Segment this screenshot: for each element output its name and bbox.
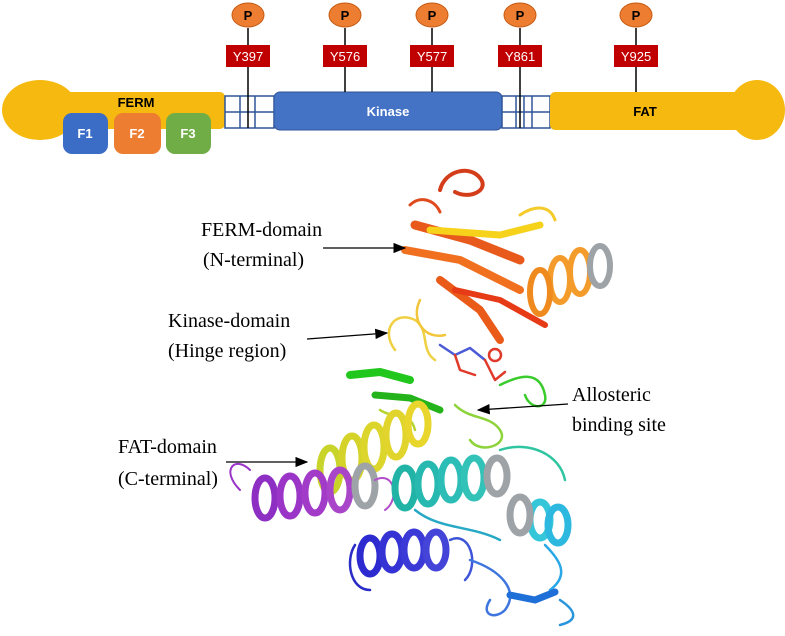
phospho-badge-label: P <box>516 8 525 23</box>
phospho-badge-label: P <box>341 8 350 23</box>
phospho-badge <box>231 2 265 28</box>
cyan-helix <box>498 445 572 592</box>
annotation-allosteric-site: Allosteric binding site <box>476 384 666 436</box>
annotation-fat-line2: (C-terminal) <box>118 468 218 490</box>
phospho-site-y925: P Y925 <box>614 2 658 92</box>
linker-1 <box>224 95 275 129</box>
residue-box <box>410 45 454 67</box>
kinase-label: Kinase <box>367 104 410 119</box>
ligand-molecule <box>438 343 507 382</box>
purple-helix <box>229 462 395 522</box>
domain-bar: FERM Kinase FAT F1 F2 F3 <box>2 80 785 154</box>
annotation-kinase-arrow <box>306 328 389 340</box>
phospho-site-y576: P Y576 <box>323 2 367 92</box>
phospho-badge-label: P <box>428 8 437 23</box>
annotation-kinase-line1: Kinase-domain <box>168 310 290 332</box>
f3-label: F3 <box>180 126 195 141</box>
residue-box <box>226 45 270 67</box>
orange-helix <box>527 243 613 317</box>
annotation-fat-domain: FAT-domain (C-terminal) <box>118 436 309 490</box>
residue-label: Y576 <box>330 49 360 64</box>
annotation-allosteric-line2: binding site <box>572 414 666 436</box>
annotation-ferm-line2: (N-terminal) <box>203 249 304 271</box>
fat-label: FAT <box>633 104 657 119</box>
residue-box <box>498 45 542 67</box>
f2-subdomain <box>114 113 161 154</box>
phospho-badge <box>415 2 449 28</box>
residue-label: Y577 <box>417 49 447 64</box>
phospho-badge <box>619 2 653 28</box>
phospho-site-y861: P Y861 <box>498 2 542 128</box>
phospho-site-y397: P Y397 <box>226 2 270 128</box>
f1-subdomain <box>63 113 108 154</box>
residue-label: Y861 <box>505 49 535 64</box>
phospho-badge <box>503 2 537 28</box>
c-terminal-cap <box>729 80 785 140</box>
f1-label: F1 <box>77 126 92 141</box>
annotation-allosteric-arrow <box>476 403 569 415</box>
f3-subdomain <box>166 113 211 154</box>
residue-box <box>323 45 367 67</box>
annotation-kinase-domain: Kinase-domain (Hinge region) <box>168 310 389 362</box>
annotation-ferm-line1: FERM-domain <box>201 219 322 241</box>
f2-label: F2 <box>129 126 144 141</box>
phospho-badge-label: P <box>632 8 641 23</box>
annotation-kinase-line2: (Hinge region) <box>168 340 286 362</box>
annotation-ferm-domain: FERM-domain (N-terminal) <box>201 219 407 271</box>
teal-helix <box>391 454 511 512</box>
fat-domain-block <box>550 92 740 130</box>
linker-2 <box>501 95 551 129</box>
residue-label: Y925 <box>621 49 651 64</box>
ferm-label: FERM <box>118 95 155 110</box>
protein-ribbon-structure <box>229 168 613 627</box>
phospho-badge <box>328 2 362 28</box>
phospho-site-y577: P Y577 <box>410 2 454 92</box>
annotation-allosteric-line1: Allosteric <box>572 384 651 406</box>
residue-label: Y397 <box>233 49 263 64</box>
phospho-badge-label: P <box>244 8 253 23</box>
blue-helix <box>348 528 474 592</box>
annotation-fat-line1: FAT-domain <box>118 436 217 458</box>
residue-box <box>614 45 658 67</box>
